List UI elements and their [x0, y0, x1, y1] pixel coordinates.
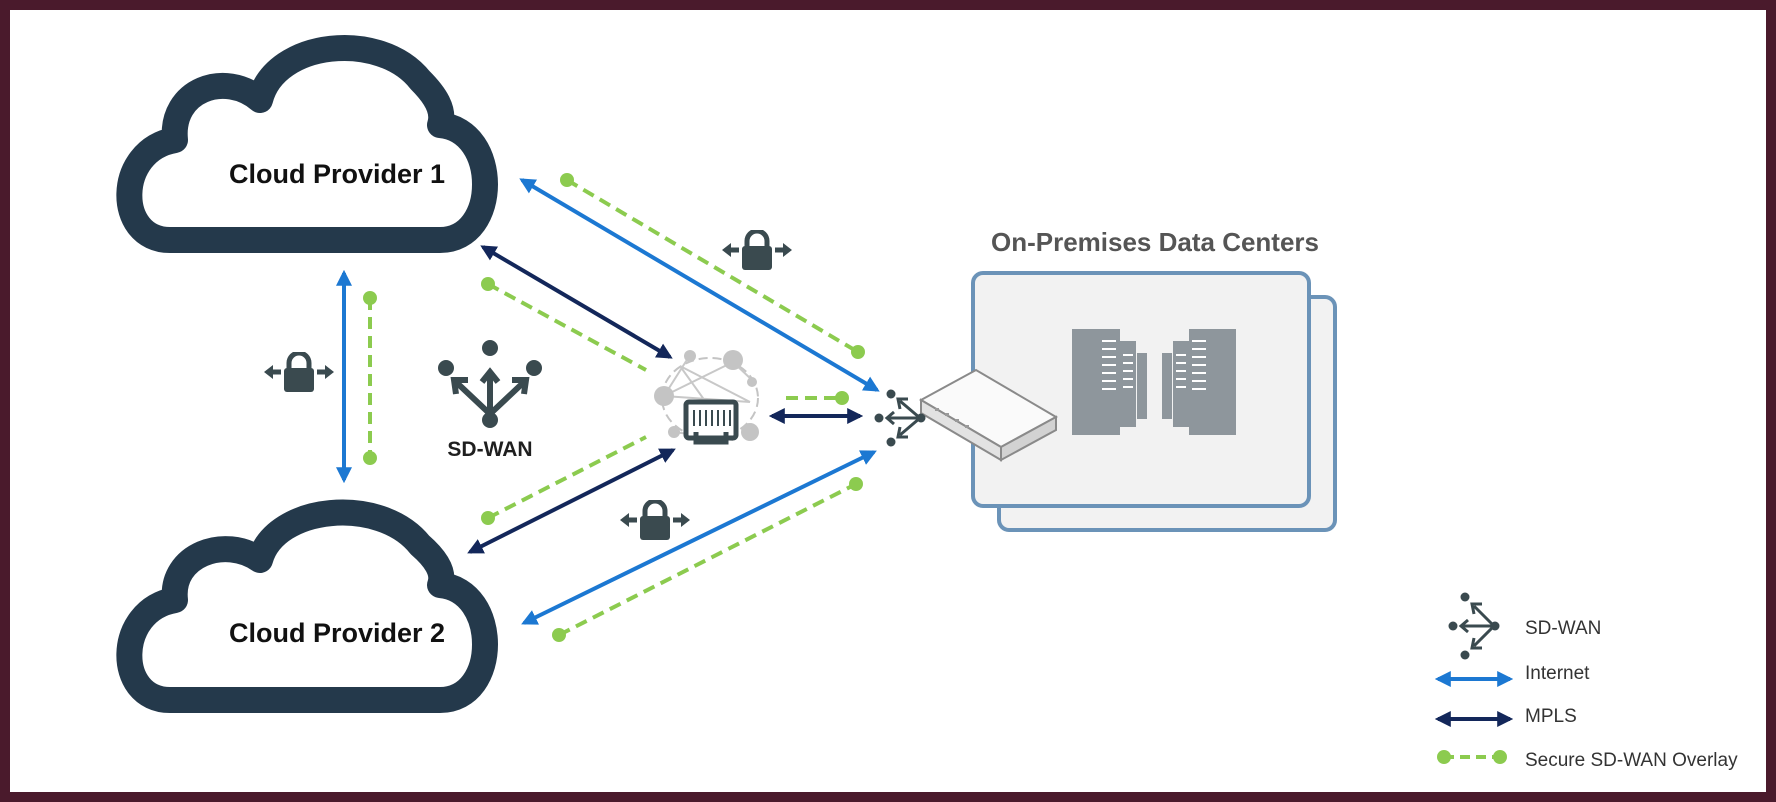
- legend-sdwan-icon: [1448, 592, 1500, 660]
- sdwan-icon: [874, 389, 926, 447]
- data-center-title: On-Premises Data Centers: [991, 227, 1319, 257]
- cloud-icon: [116, 35, 498, 253]
- cloud-provider-2: Cloud Provider 2: [116, 499, 498, 713]
- overlay-link-cloud1-hub: [481, 277, 647, 372]
- cloud-icon: [116, 499, 498, 713]
- overlay-link-cloud1-dc: [560, 173, 865, 359]
- lock-icon: [722, 231, 792, 270]
- sdwan-appliance-icon: [918, 368, 1059, 462]
- sdwan-label: SD-WAN: [447, 438, 532, 461]
- legend-overlay-label: Secure SD-WAN Overlay: [1525, 750, 1738, 771]
- lock-icon: [620, 501, 690, 540]
- legend: SD-WAN Internet MPLS Secure SD-WAN Overl…: [1434, 592, 1738, 771]
- sdwan-icon: [438, 340, 542, 428]
- cloud-provider-2-label: Cloud Provider 2: [229, 618, 445, 648]
- legend-internet-label: Internet: [1525, 663, 1590, 684]
- overlay-link-cloud2-hub: [481, 435, 647, 525]
- mpls-link-cloud1-hub: [480, 245, 673, 359]
- network-hub-icon: [654, 350, 759, 445]
- internet-link-cloud2-dc: [521, 450, 877, 625]
- data-center: [971, 271, 1337, 532]
- lock-icon: [264, 353, 334, 392]
- overlay-link-clouds: [363, 291, 377, 465]
- cloud-provider-1: Cloud Provider 1: [116, 35, 498, 253]
- legend-overlay-line: [1437, 750, 1507, 764]
- internet-link-cloud1-dc: [519, 178, 880, 392]
- overlay-link-cloud2-dc: [552, 477, 863, 642]
- cloud-provider-1-label: Cloud Provider 1: [229, 159, 445, 189]
- legend-mpls-label: MPLS: [1525, 706, 1577, 727]
- overlay-link-hub-dc: [786, 391, 849, 405]
- legend-sdwan-label: SD-WAN: [1525, 618, 1601, 639]
